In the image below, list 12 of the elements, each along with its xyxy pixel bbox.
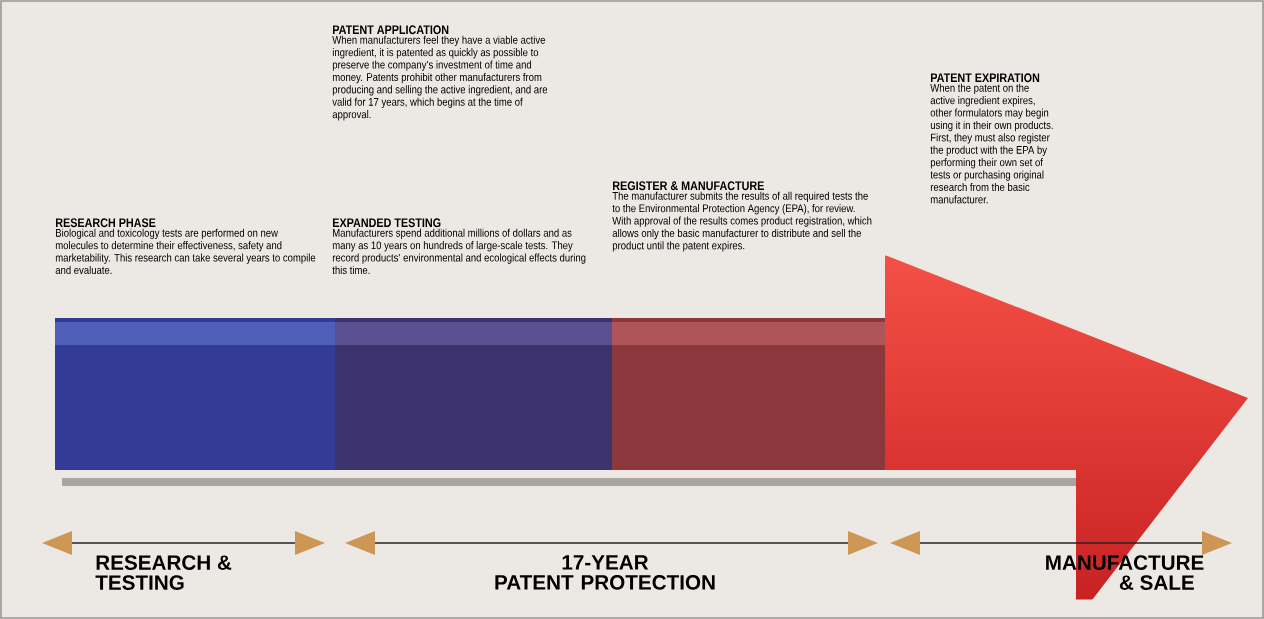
description-text: Biological and toxicology tests are performed on new molecules to determine their effectiveness, safety and marketability. This research can take several years to compile and evaluate. bbox=[55, 228, 316, 274]
section-heading: RESEARCH PHASE bbox=[56, 218, 156, 228]
section-heading: PATENT EXPIRATION bbox=[931, 73, 1040, 83]
period-label: 17-YEAR PATENT PROTECTION bbox=[495, 555, 715, 590]
section-heading: EXPANDED TESTING bbox=[333, 218, 441, 228]
section-heading: PATENT APPLICATION bbox=[333, 25, 449, 35]
description-text: When manufacturers feel they have a viable active ingredient, it is patented as quickly as possible to preserve the company's investment of time and money. Patents prohibit other manufacturers from producing and selling the active ingredient, and are valid for 17 years, which begins at the time of approval. bbox=[332, 35, 548, 121]
description-text: When the patent on the active ingredient expires, other formulators may begin using it in their own products. First, they must also register the product with the EPA by performing their own set of tests or purchasing original research from the basic manufacturer. bbox=[930, 83, 1053, 204]
period-label: RESEARCH & TESTING bbox=[95, 555, 232, 590]
description-text: Manufacturers spend additional millions of dollars and as many as 10 years on hundreds of large-scale tests. They record products' environmental and ecological effects during this time. bbox=[332, 228, 586, 274]
description-text: The manufacturer submits the results of all required tests the to the Environmental Protection Agency (EPA), for review. With approval of the results comes product registration, which allows only the basic manufacturer to distribute and sell the product until the patent expires. bbox=[612, 191, 872, 252]
section-heading: REGISTER & MANUFACTURE bbox=[613, 181, 764, 191]
